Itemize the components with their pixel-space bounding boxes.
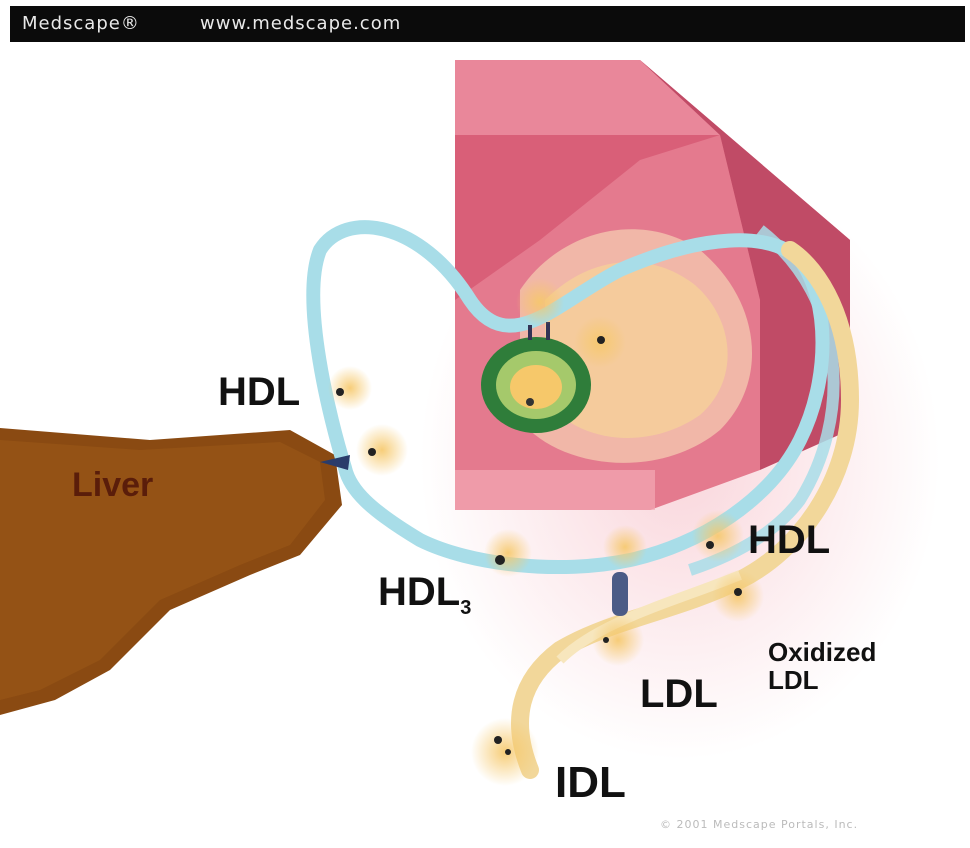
particle-hdl-right	[692, 510, 744, 562]
label-liver: Liver	[72, 466, 153, 505]
label-hdl-top: HDL	[218, 370, 300, 415]
copyright-credit: © 2001 Medscape Portals, Inc.	[660, 818, 858, 831]
particle-vessel-2	[574, 316, 626, 368]
label-oxidized-ldl-text: LDL	[768, 666, 876, 694]
particle-ldl	[592, 614, 644, 666]
label-hdl3-text: HDL	[378, 570, 460, 614]
label-hdl3: HDL3	[378, 570, 471, 620]
label-hdl3-subscript: 3	[460, 597, 471, 619]
particle-hdl3	[484, 529, 532, 577]
label-idl: IDL	[555, 758, 626, 808]
label-oxidized-text: Oxidized	[768, 638, 876, 666]
particle-hdl-top	[328, 366, 372, 410]
label-ldl: LDL	[640, 672, 718, 717]
artery-vessel	[455, 60, 850, 510]
label-oxidized-ldl: Oxidized LDL	[768, 638, 876, 694]
label-hdl-right: HDL	[748, 518, 830, 563]
particle-idl	[471, 718, 539, 786]
particle-vessel-1	[516, 278, 564, 326]
particle-oxidized	[712, 570, 764, 622]
